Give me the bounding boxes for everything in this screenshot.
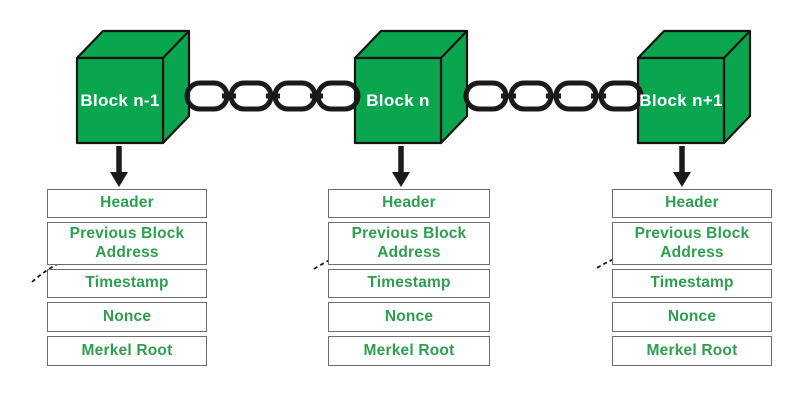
chain-link-icon [184, 80, 361, 112]
field-header: Header [612, 189, 772, 218]
field-merkel-root: Merkel Root [328, 336, 490, 366]
cube-3d-icon [75, 29, 191, 145]
block-fields-stack: Header Previous Block Address Timestamp … [612, 189, 772, 366]
field-header: Header [47, 189, 207, 218]
field-nonce: Nonce [328, 302, 490, 332]
field-merkel-root: Merkel Root [47, 336, 207, 366]
field-timestamp: Timestamp [328, 269, 490, 298]
field-previous-block-address: Previous Block Address [612, 222, 772, 265]
field-merkel-root: Merkel Root [612, 336, 772, 366]
down-arrow-icon [673, 146, 691, 187]
block-label: Block n [366, 90, 430, 110]
cube-3d-icon [636, 29, 752, 145]
block-fields-stack: Header Previous Block Address Timestamp … [47, 189, 207, 366]
field-nonce: Nonce [47, 302, 207, 332]
field-header: Header [328, 189, 490, 218]
field-timestamp: Timestamp [612, 269, 772, 298]
down-arrow-icon [110, 146, 128, 187]
block-fields-stack: Header Previous Block Address Timestamp … [328, 189, 490, 366]
chain-link-icon [463, 80, 644, 112]
cube-3d-icon [353, 29, 469, 145]
field-previous-block-address: Previous Block Address [47, 222, 207, 265]
block-label: Block n+1 [639, 90, 723, 110]
down-arrow-icon [392, 146, 410, 187]
field-timestamp: Timestamp [47, 269, 207, 298]
cube-front-face [636, 56, 726, 145]
block-label: Block n-1 [80, 90, 160, 110]
field-nonce: Nonce [612, 302, 772, 332]
cube-front-face [75, 56, 165, 145]
field-previous-block-address: Previous Block Address [328, 222, 490, 265]
